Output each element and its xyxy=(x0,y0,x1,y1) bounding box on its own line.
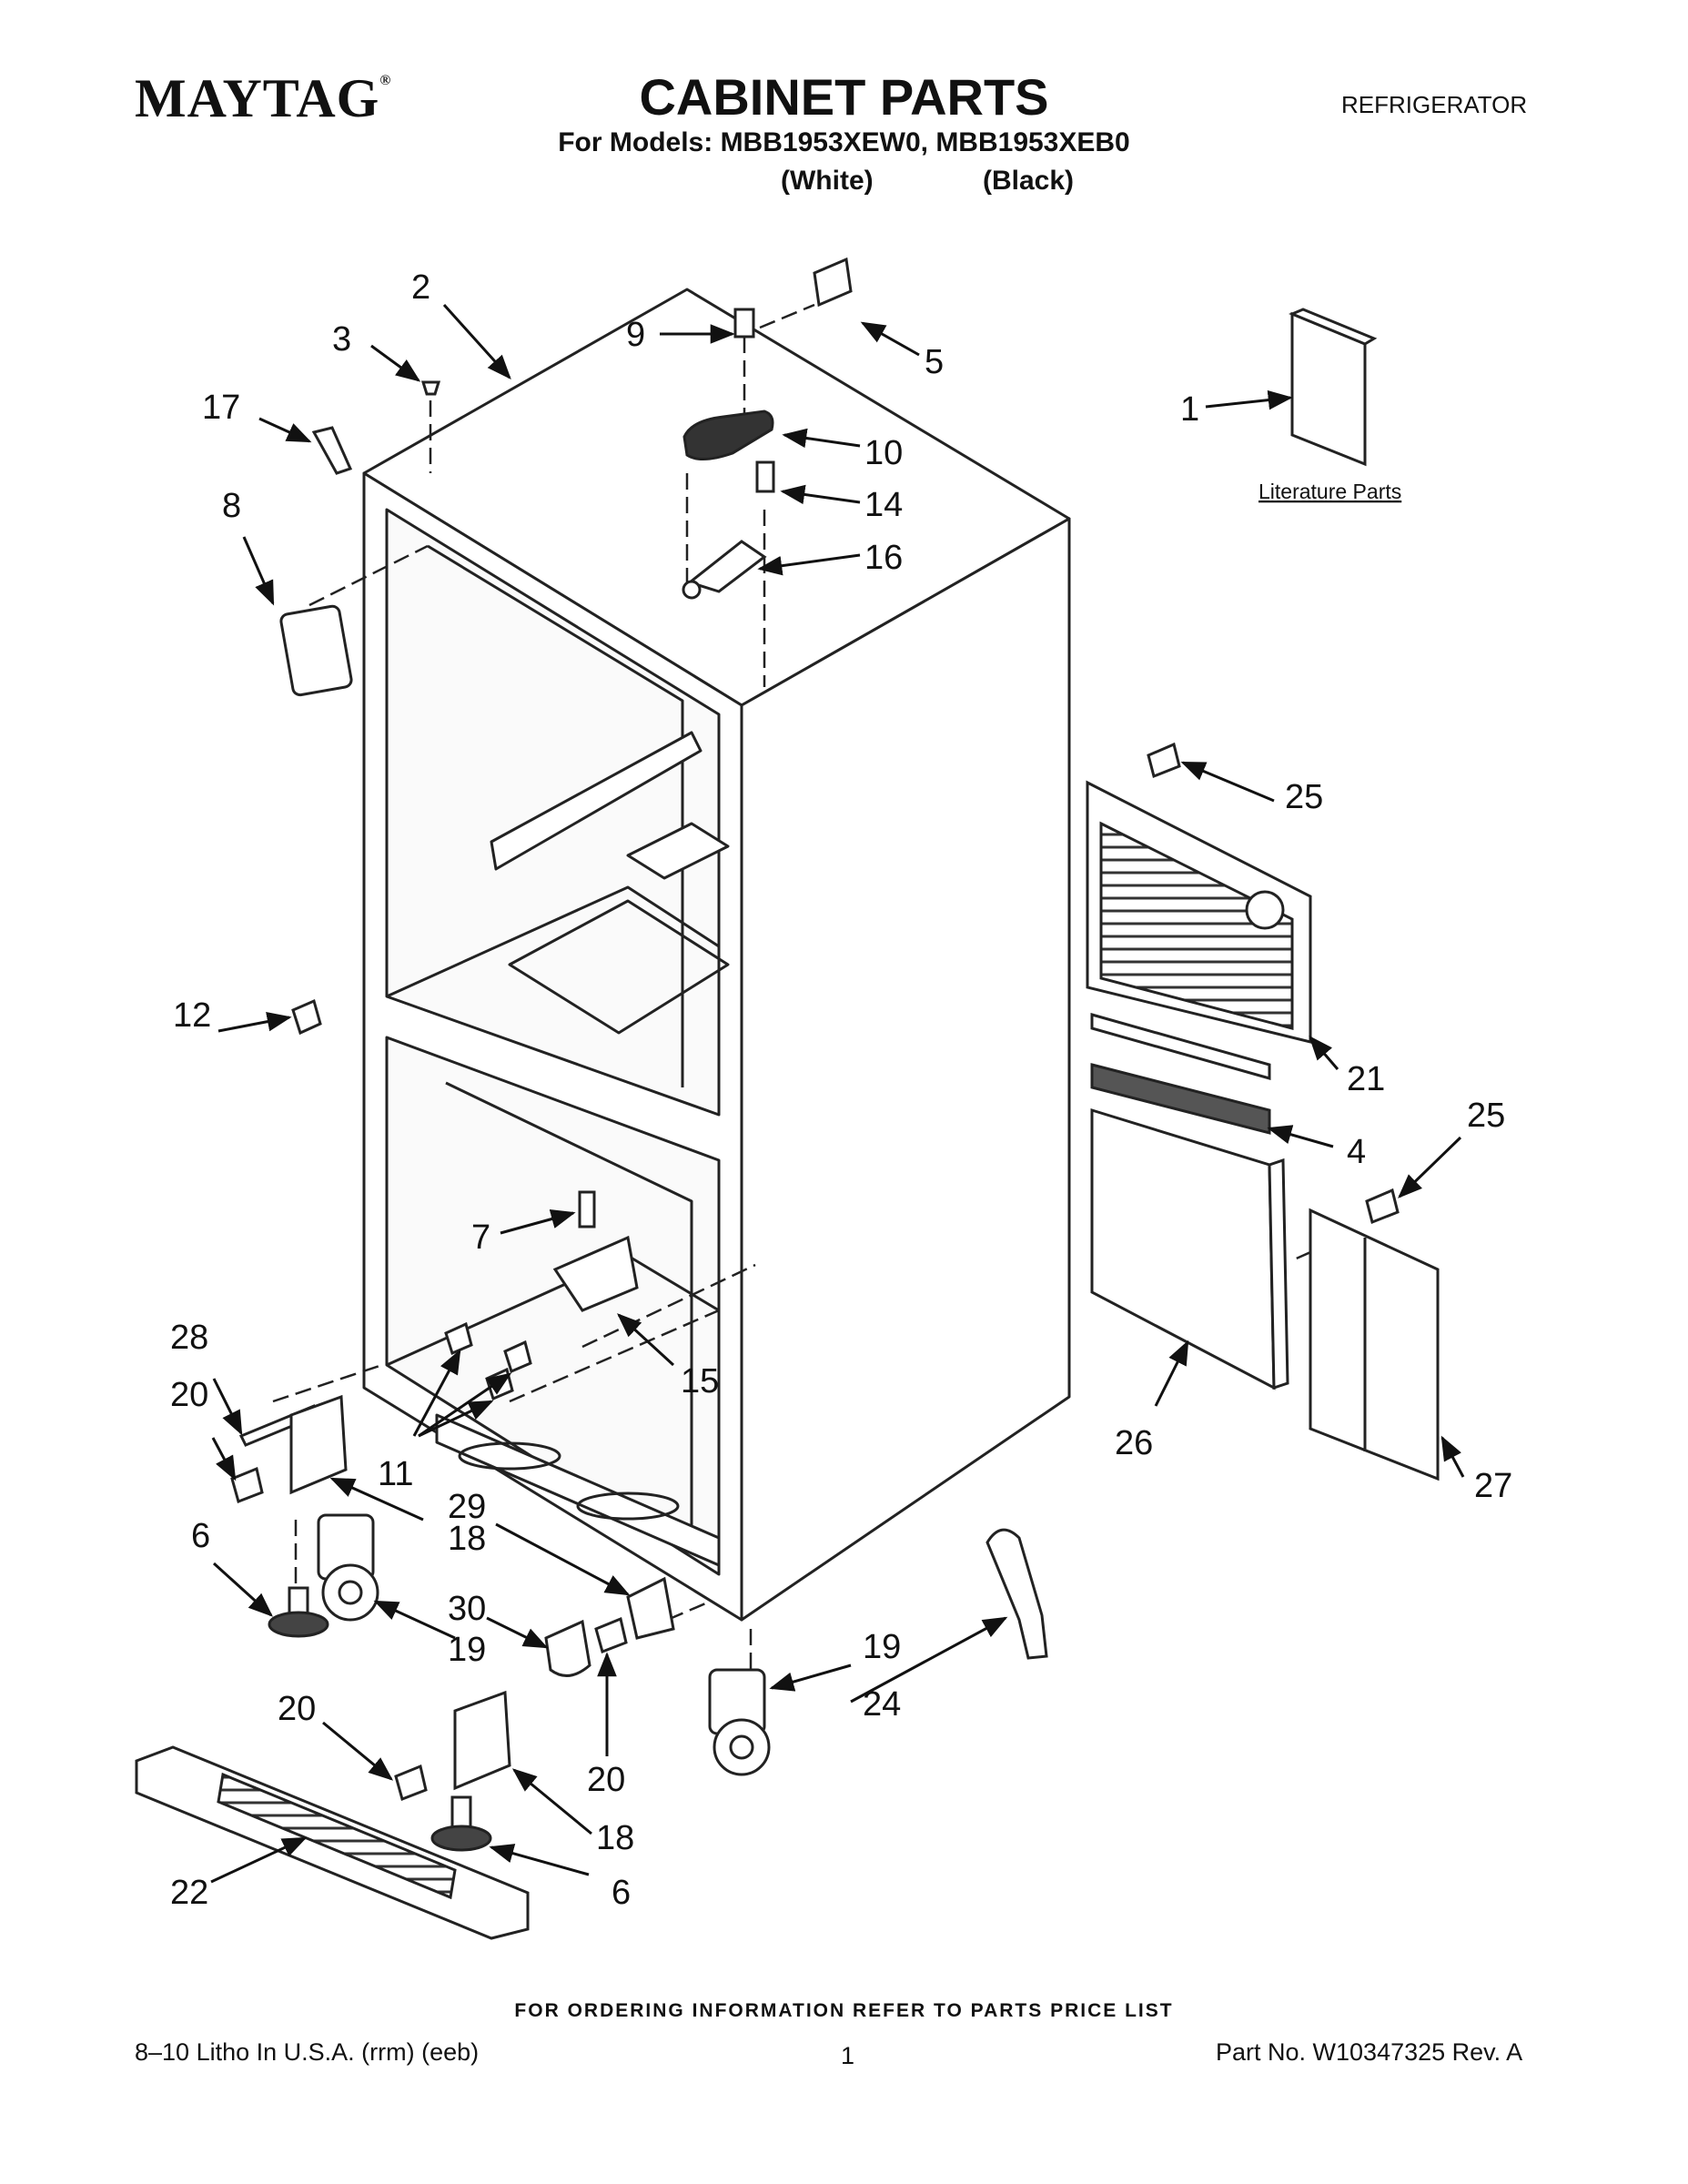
cabinet xyxy=(362,288,1071,1622)
rear-insulation-panel xyxy=(1090,1107,1276,1390)
callout-12: 12 xyxy=(173,996,211,1035)
callout-4: 4 xyxy=(1347,1133,1366,1171)
callout-17: 17 xyxy=(202,389,240,427)
rail-cutout-right xyxy=(576,1491,680,1521)
lower-inner-back xyxy=(445,1081,693,1547)
callout-6-lower: 6 xyxy=(612,1874,631,1912)
upper-inner-floor xyxy=(386,885,720,998)
callout-7: 7 xyxy=(471,1218,490,1257)
part-number: Part No. W10347325 Rev. A xyxy=(1216,2038,1523,2066)
roller-cover xyxy=(544,1619,591,1677)
top-label xyxy=(813,257,853,308)
hinge-screw xyxy=(733,308,755,339)
callout-29: 29 xyxy=(448,1488,486,1526)
callout-25-top: 25 xyxy=(1285,778,1323,816)
cabinet-screw-a xyxy=(444,1321,473,1356)
bracket-screw-left xyxy=(230,1466,264,1503)
cabinet-side xyxy=(740,517,1071,1622)
ordering-info: FOR ORDERING INFORMATION REFER TO PARTS … xyxy=(514,2000,1174,2021)
callout-9: 9 xyxy=(626,316,645,354)
air-vent-panel xyxy=(626,822,730,880)
top-screw xyxy=(420,380,441,396)
callout-20-lower: 20 xyxy=(278,1690,316,1728)
callout-19-right: 19 xyxy=(863,1628,901,1666)
model-color-white: (White) xyxy=(781,166,874,196)
leveling-leg-lower xyxy=(450,1795,472,1831)
control-label xyxy=(279,604,353,697)
bracket-screw-center xyxy=(594,1616,628,1653)
rail-cutout-left xyxy=(458,1441,561,1471)
callout-6-left: 6 xyxy=(191,1517,210,1555)
foam-tape xyxy=(311,426,353,475)
small-parts xyxy=(135,257,1378,1940)
callout-20-left: 20 xyxy=(170,1376,208,1414)
roller-bracket-lower xyxy=(453,1690,511,1791)
callout-20-center: 20 xyxy=(587,1761,625,1799)
bracket-screw-lower xyxy=(394,1764,428,1801)
models-line: For Models: MBB1953XEW0, MBB1953XEB0 xyxy=(558,127,1130,157)
callout-labels: 1 2 3 5 9 10 14 16 17 8 12 7 15 11 28 20… xyxy=(170,268,1512,1912)
brand-name: MAYTAG xyxy=(135,68,380,128)
callout-27: 27 xyxy=(1474,1467,1512,1505)
callout-22: 22 xyxy=(170,1874,208,1912)
literature-parts-label: Literature Parts xyxy=(1258,480,1401,503)
callout-28: 28 xyxy=(170,1319,208,1357)
callout-arrows xyxy=(210,303,1465,1884)
callout-10: 10 xyxy=(864,434,903,472)
product-category: REFRIGERATOR xyxy=(1341,91,1528,118)
model-color-black: (Black) xyxy=(983,166,1075,196)
shoulder-stud xyxy=(578,1190,596,1228)
hinge-cover xyxy=(682,410,774,460)
callout-14: 14 xyxy=(864,486,903,524)
rear-cover-panel xyxy=(1309,1208,1440,1481)
callout-21: 21 xyxy=(1347,1060,1385,1098)
callout-24: 24 xyxy=(863,1685,901,1724)
callout-8: 8 xyxy=(222,487,241,525)
hinge-screw-2 xyxy=(755,460,775,493)
cover-screw-top xyxy=(1147,742,1181,779)
roller-bracket-left xyxy=(289,1394,348,1495)
page-number: 1 xyxy=(841,2042,855,2069)
cabinet-screw-b xyxy=(503,1340,532,1374)
shelf-rail xyxy=(490,731,702,871)
callout-16: 16 xyxy=(864,539,903,577)
litho-info: 8–10 Litho In U.S.A. (rrm) (eeb) xyxy=(135,2038,480,2066)
cabinet-lower-opening xyxy=(385,1036,721,1576)
callout-15: 15 xyxy=(681,1362,719,1400)
callout-19-left: 19 xyxy=(448,1631,486,1669)
cover-screw-right xyxy=(1365,1188,1400,1225)
callout-30: 30 xyxy=(448,1590,486,1628)
upper-inner-back xyxy=(427,544,684,1087)
callout-1: 1 xyxy=(1180,390,1199,429)
center-hinge-bracket xyxy=(552,1235,639,1312)
registered-mark: ® xyxy=(379,73,392,88)
callout-18-lower: 18 xyxy=(596,1819,634,1857)
callout-25-right: 25 xyxy=(1467,1097,1505,1135)
brand-logo: MAYTAG® xyxy=(135,67,391,130)
rear-panels xyxy=(1086,742,1440,1481)
callout-5: 5 xyxy=(925,343,944,381)
bottom-rail xyxy=(435,1413,721,1567)
leveling-wrench xyxy=(986,1528,1048,1660)
callout-11: 11 xyxy=(378,1455,413,1493)
callout-26: 26 xyxy=(1115,1424,1153,1462)
page-title: CABINET PARTS xyxy=(639,68,1049,126)
roller-bracket-center xyxy=(626,1576,675,1640)
callout-18-left: 18 xyxy=(448,1520,486,1558)
callout-3: 3 xyxy=(332,320,351,359)
side-screw xyxy=(291,998,322,1036)
crisper-recess xyxy=(508,899,730,1035)
callout-2: 2 xyxy=(411,268,430,307)
